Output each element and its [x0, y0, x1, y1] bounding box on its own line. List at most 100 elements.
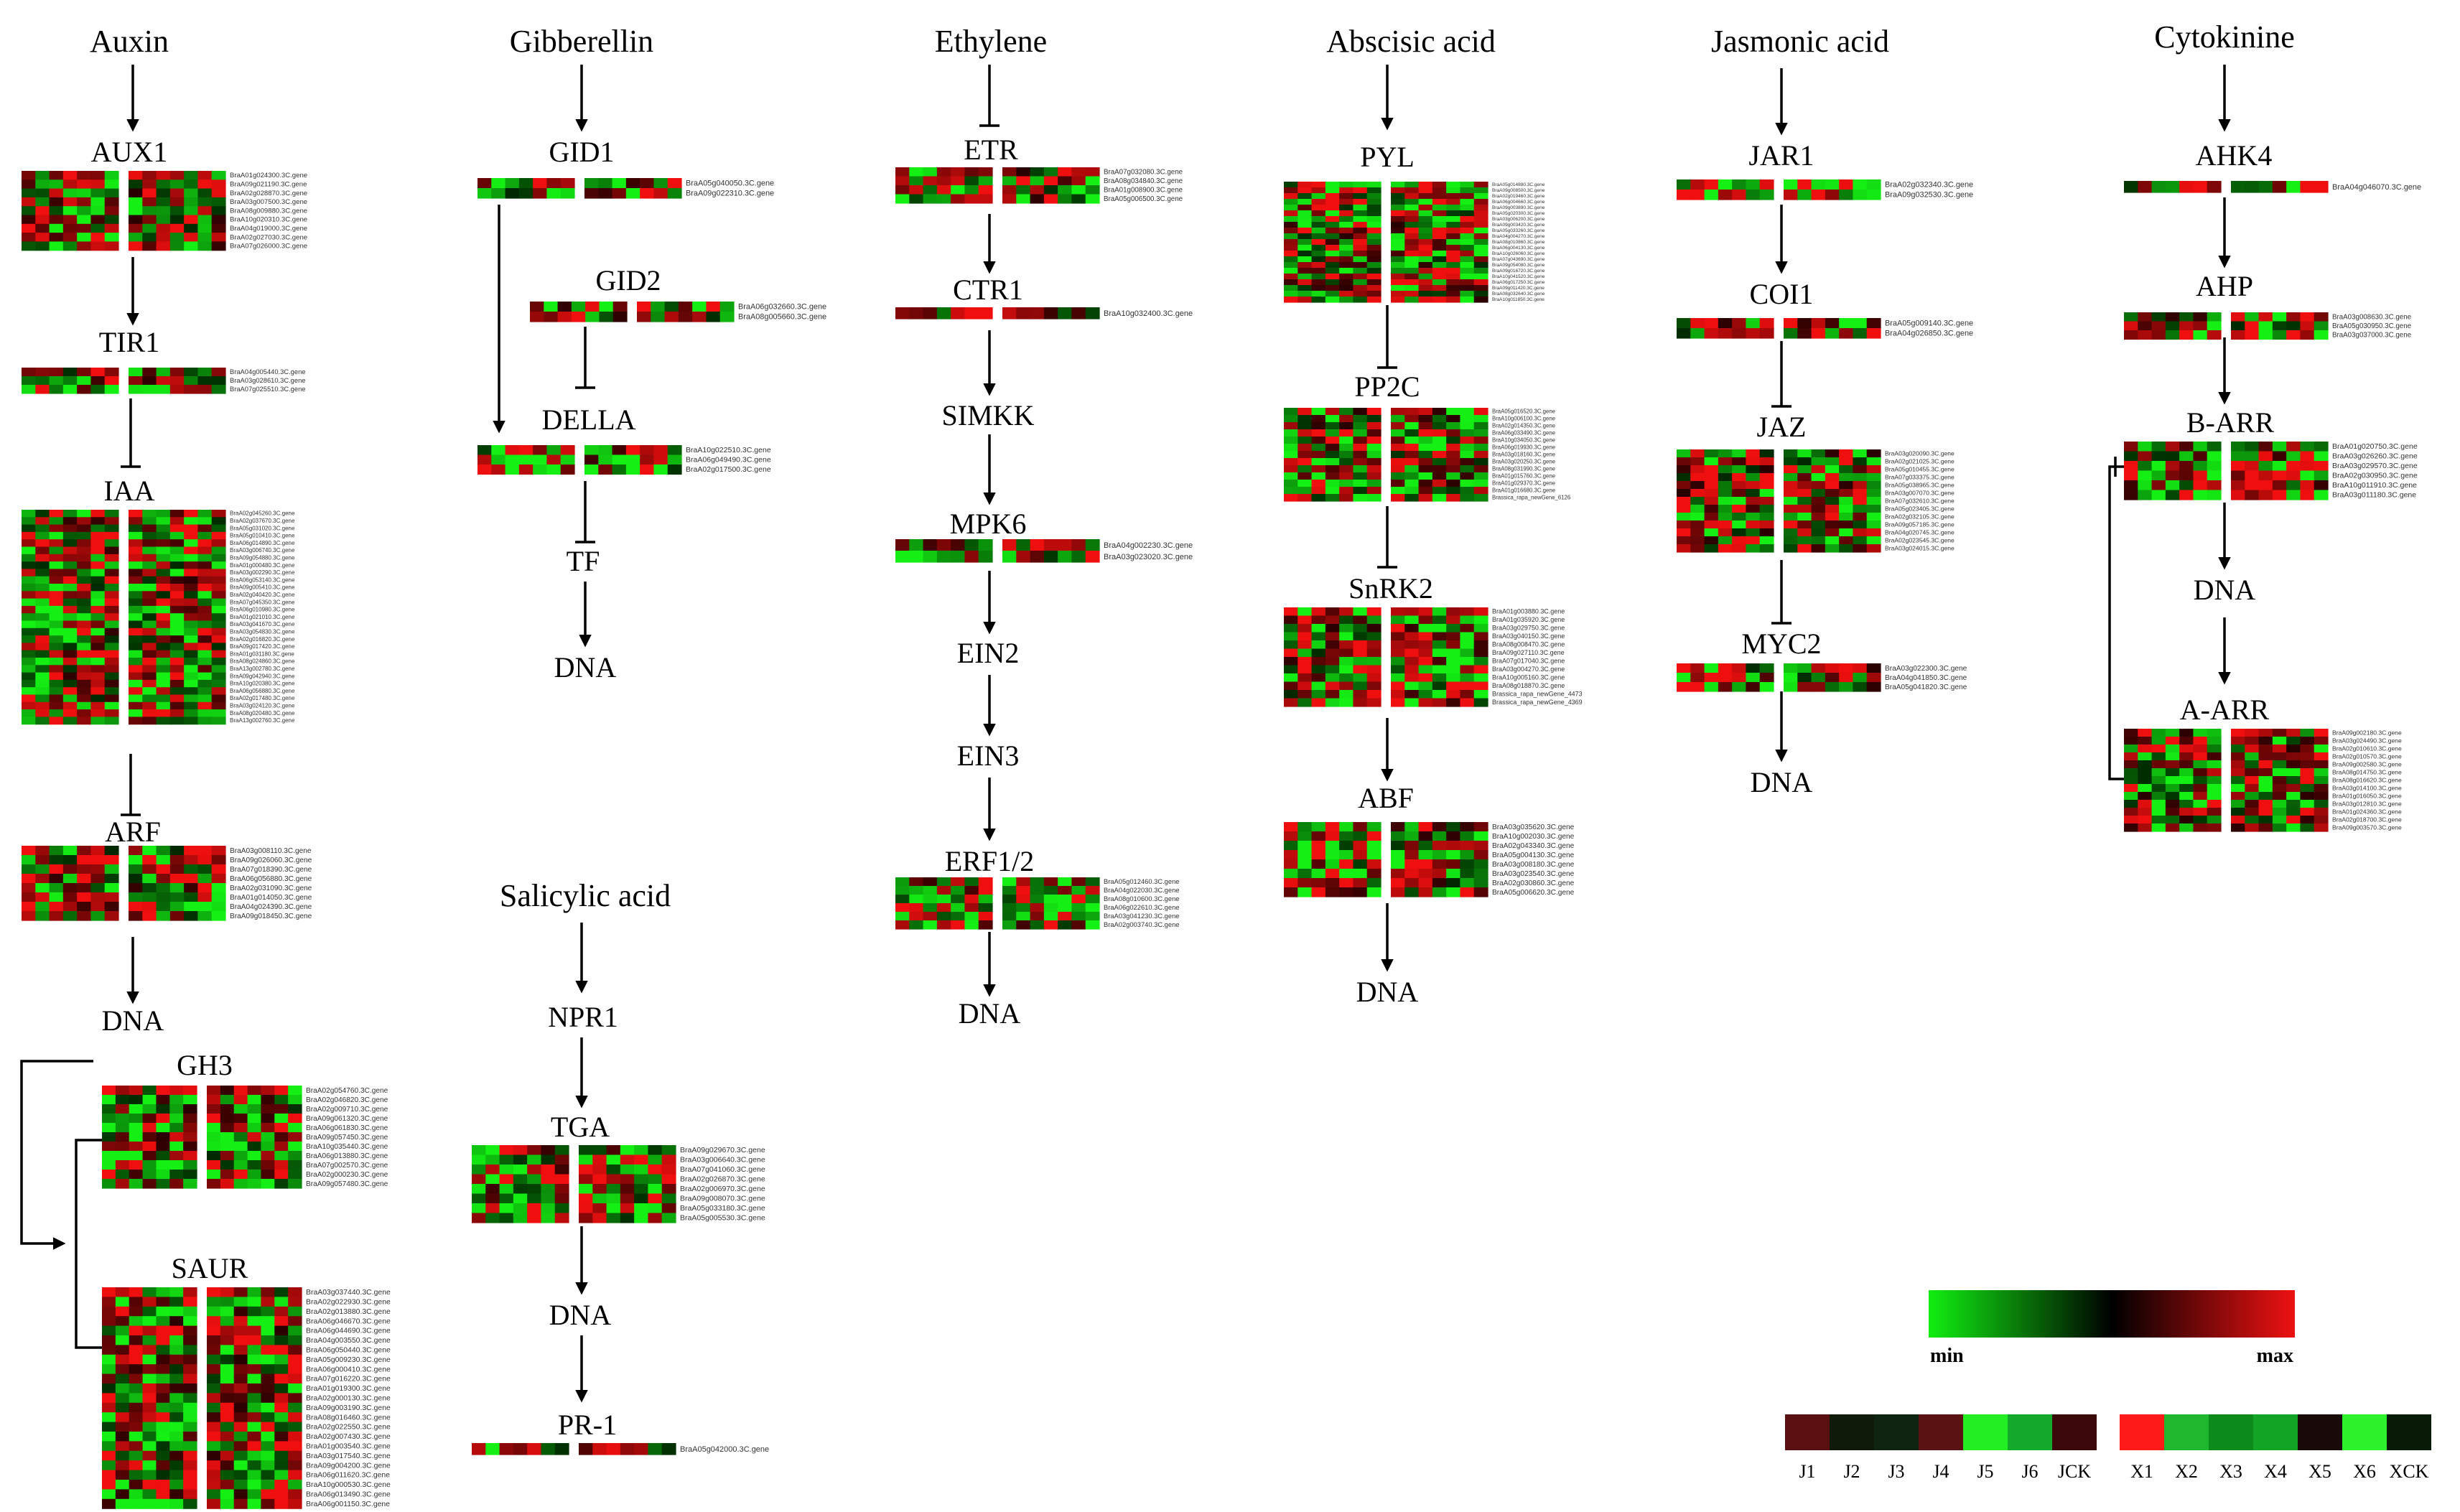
heatmap-cell: [1339, 262, 1354, 269]
heatmap-cell: [35, 717, 50, 725]
heatmap-cell: [485, 1145, 500, 1156]
heatmap-cell: [197, 531, 213, 540]
heatmap-cell: [142, 694, 157, 703]
heatmap-cell: [2165, 312, 2180, 322]
heatmap-cell: [22, 385, 36, 394]
heatmap-cell: [288, 1450, 302, 1461]
heatmap-cell: [183, 1170, 197, 1180]
heatmap-cell: [472, 1203, 486, 1214]
heatmap-cell: [2258, 442, 2273, 452]
heatmap-cell: [220, 1345, 235, 1355]
heatmap-cell: [62, 855, 78, 865]
heatmap-cell: [1473, 216, 1488, 223]
heatmap-cell: [554, 1184, 569, 1195]
gene-id-label: BraA09g022310.3C.gene: [686, 190, 774, 198]
heatmap-cell: [2207, 823, 2222, 832]
gene-id-label: BraA08g034840.3C.gene: [1104, 177, 1183, 185]
heatmap-cell: [1460, 415, 1475, 423]
heatmap-cell: [1797, 682, 1812, 692]
heatmap-cell: [261, 1151, 275, 1161]
heatmap-cell: [1339, 187, 1354, 194]
heatmap-cell: [35, 569, 50, 577]
heatmap-cell: [1391, 210, 1405, 217]
heatmap-cell: [1418, 480, 1433, 487]
heatmap-cell: [2286, 760, 2301, 769]
heatmap-cell: [90, 911, 106, 921]
heatmap-cell: [1311, 233, 1326, 240]
heatmap-cell: [169, 215, 185, 225]
heatmap-cell: [1071, 886, 1086, 895]
heatmap-cell: [1460, 822, 1475, 832]
heatmap-cell: [1325, 494, 1340, 502]
heatmap-cell: [102, 1373, 116, 1384]
heatmap-cell: [22, 524, 36, 533]
heatmap-cell: [90, 679, 106, 688]
heatmap-cell: [104, 874, 119, 884]
heatmap-cell: [1366, 451, 1382, 459]
heatmap-cell: [1297, 640, 1313, 650]
heatmap-cell: [184, 709, 199, 717]
heatmap-cell: [211, 233, 226, 242]
node-label-salicylic-npr1: NPR1: [548, 1001, 618, 1033]
heatmap-cell: [184, 627, 199, 636]
heatmap-cell: [2207, 737, 2222, 745]
heatmap-cell: [197, 874, 213, 884]
heatmap-cell: [1811, 179, 1826, 190]
heatmap-cell: [1058, 886, 1073, 895]
heatmap-cell: [211, 665, 226, 673]
sample-label-x5: X5: [2308, 1461, 2331, 1482]
heatmap-cell: [598, 445, 613, 456]
heatmap-cell: [49, 368, 64, 377]
gene-id-label: BraA03g029570.3C.gene: [2332, 462, 2418, 470]
heatmap-cell: [1325, 216, 1340, 223]
heatmap-cell: [184, 911, 199, 921]
heatmap-cell: [197, 576, 213, 584]
heatmap-cell: [2179, 729, 2194, 737]
gene-id-label: BraA07g018390.3C.gene: [230, 866, 312, 874]
heatmap-cell: [1391, 291, 1405, 297]
heatmap-cell: [197, 687, 213, 696]
heatmap-cell: [197, 385, 213, 394]
heatmap-cell: [634, 1154, 649, 1165]
heatmap-cell: [472, 1174, 486, 1185]
heatmap-cell: [951, 877, 966, 887]
heatmap-cell: [1853, 481, 1868, 490]
heatmap-cell: [35, 694, 50, 703]
heatmap-cell: [90, 531, 106, 540]
heatmap-cell: [1311, 850, 1326, 860]
heatmap-cell: [1432, 850, 1447, 860]
heatmap-cell: [261, 1095, 275, 1105]
gene-id-label: BraA09g008070.3C.gene: [680, 1195, 765, 1203]
heatmap-cell: [169, 1422, 184, 1432]
heatmap-cell: [211, 385, 226, 394]
gene-id-label: BraA02g040420.3C.gene: [230, 592, 295, 598]
heatmap-cell: [1460, 487, 1475, 495]
heatmap-cell: [2314, 330, 2329, 340]
heatmap-cell: [1418, 859, 1433, 869]
heatmap-cell: [207, 1325, 221, 1336]
heatmap-cell: [936, 185, 951, 195]
gene-id-label: BraA03g011180.3C.gene: [2332, 491, 2416, 500]
heatmap-cell: [274, 1489, 289, 1500]
heatmap-cell: [648, 1443, 663, 1455]
heatmap-cell: [1353, 487, 1368, 495]
heatmap-cell: [261, 1170, 275, 1180]
heatmap-cell: [530, 312, 544, 322]
heatmap-cell: [156, 1383, 170, 1394]
heatmap-cell: [1353, 887, 1368, 897]
heatmap-cell: [661, 1145, 676, 1156]
heatmap-cell: [274, 1383, 289, 1394]
heatmap-cell: [2314, 461, 2329, 472]
heatmap-cell: [1297, 187, 1313, 194]
heatmap-cell: [1418, 465, 1433, 473]
heatmap-cell: [499, 1174, 514, 1185]
gene-id-label: BraA08g009880.3C.gene: [230, 207, 307, 215]
gene-id-label: BraA09g003570.3C.gene: [2332, 823, 2402, 831]
heatmap-cell: [156, 1460, 170, 1471]
heatmap-cell: [288, 1086, 302, 1096]
heatmap-cell: [1325, 878, 1340, 888]
heatmap-cell: [667, 465, 682, 475]
gene-id-label: BraA03g020250.3C.gene: [1492, 459, 1555, 465]
heatmap-cell: [923, 903, 938, 913]
heatmap-cell: [2272, 312, 2287, 322]
